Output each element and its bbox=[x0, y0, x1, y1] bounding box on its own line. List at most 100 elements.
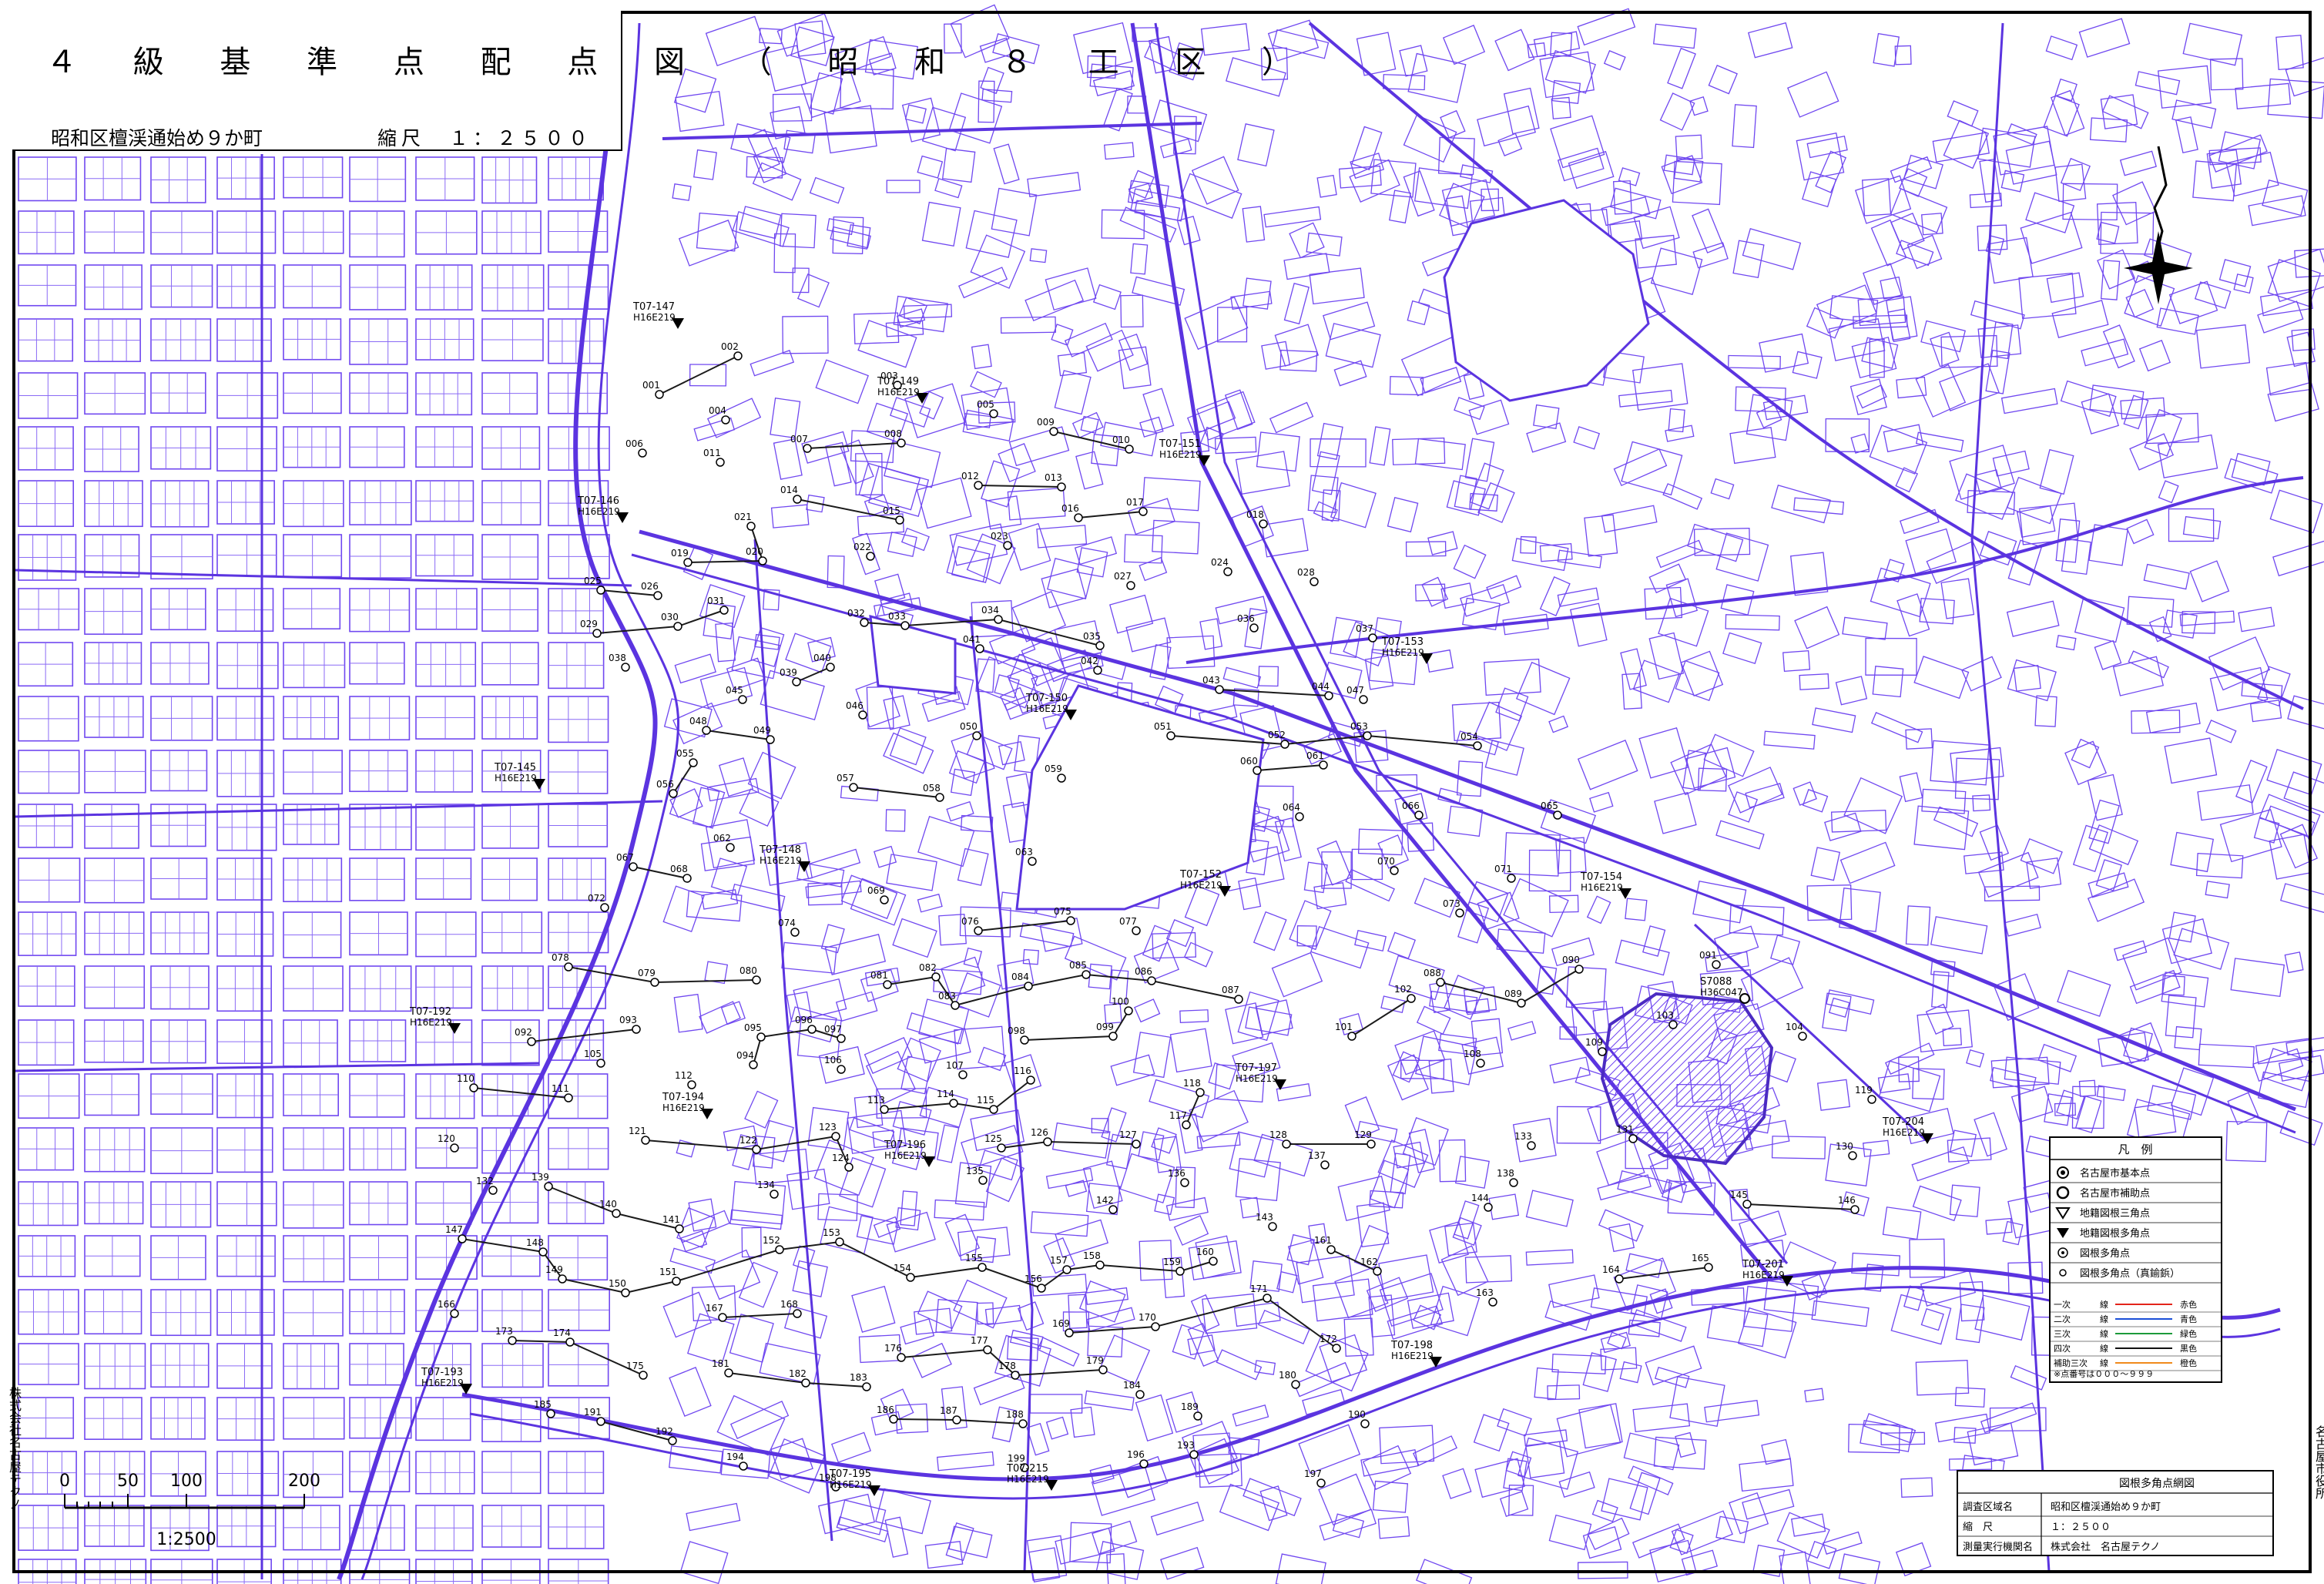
facility-grounds bbox=[869, 199, 1650, 911]
info-table-value: １：２５００ bbox=[2051, 1522, 2111, 1533]
traverse-point-label: 010 bbox=[1112, 435, 1130, 445]
control-point-id: T07-193 bbox=[421, 1367, 463, 1378]
traverse-line bbox=[811, 1029, 842, 1039]
traverse-point-icon bbox=[826, 663, 835, 672]
traverse-line bbox=[728, 1372, 807, 1384]
traverse-point-label: 058 bbox=[923, 783, 941, 794]
traverse-line bbox=[779, 1241, 840, 1250]
traverse-point-icon bbox=[1347, 1032, 1357, 1041]
traverse-point-label: 119 bbox=[1855, 1085, 1873, 1096]
control-point-id: T07-149 bbox=[877, 376, 919, 388]
control-point-icon bbox=[533, 779, 545, 790]
traverse-point-icon bbox=[508, 1336, 517, 1345]
traverse-point-icon bbox=[1359, 695, 1368, 704]
traverse-point-label: 012 bbox=[961, 471, 979, 482]
traverse-point-icon bbox=[949, 1099, 958, 1108]
traverse-point-icon bbox=[1020, 1463, 1029, 1472]
traverse-point-icon bbox=[1037, 1284, 1046, 1293]
traverse-point-icon bbox=[1517, 998, 1526, 1008]
legend-item-label: 地籍図根多角点 bbox=[2080, 1227, 2150, 1240]
traverse-point-label: 124 bbox=[832, 1153, 850, 1163]
traverse-point-label: 184 bbox=[1123, 1380, 1141, 1391]
traverse-point-label: 026 bbox=[641, 581, 659, 592]
traverse-line bbox=[1179, 1260, 1214, 1272]
traverse-point-icon bbox=[632, 1025, 641, 1034]
traverse-point-label: 182 bbox=[789, 1368, 807, 1379]
control-point-code: H16E219 bbox=[1236, 1073, 1278, 1084]
traverse-point-icon bbox=[718, 1313, 727, 1322]
traverse-line bbox=[596, 626, 679, 634]
traverse-point-icon bbox=[1310, 577, 1319, 586]
traverse-point-icon bbox=[565, 1337, 575, 1347]
traverse-point-label: 006 bbox=[625, 438, 643, 449]
traverse-point-label: 002 bbox=[721, 341, 739, 352]
info-table-value: 昭和区檀渓通始め９か町 bbox=[2051, 1501, 2161, 1513]
traverse-point-label: 132 bbox=[476, 1176, 494, 1186]
traverse-point-label: 066 bbox=[1402, 800, 1420, 811]
traverse-point-icon bbox=[895, 515, 904, 525]
traverse-point-icon bbox=[931, 972, 941, 982]
traverse-point-icon bbox=[1139, 507, 1148, 516]
traverse-point-label: 033 bbox=[888, 611, 906, 622]
traverse-point-icon bbox=[775, 1245, 784, 1254]
traverse-point-icon bbox=[1291, 1380, 1300, 1389]
traverse-point-icon bbox=[544, 1182, 553, 1191]
traverse-point-label: 082 bbox=[919, 962, 937, 973]
traverse-point-icon bbox=[1062, 1265, 1071, 1274]
traverse-point-label: 086 bbox=[1135, 966, 1152, 977]
traverse-line bbox=[706, 730, 771, 740]
traverse-point-icon bbox=[1263, 1294, 1272, 1303]
traverse-point-icon bbox=[880, 895, 889, 904]
traverse-point-icon bbox=[790, 928, 800, 937]
traverse-point-label: 157 bbox=[1050, 1255, 1068, 1266]
traverse-point-label: 146 bbox=[1838, 1195, 1856, 1206]
traverse-point-icon bbox=[1108, 1205, 1118, 1214]
traverse-point-label: 164 bbox=[1602, 1264, 1620, 1275]
traverse-line bbox=[954, 985, 1029, 1006]
traverse-point-icon bbox=[1223, 567, 1232, 576]
scale-tick-100: 100 bbox=[170, 1472, 203, 1491]
control-point-code: H16E219 bbox=[1883, 1127, 1925, 1138]
traverse-point-label: 170 bbox=[1139, 1312, 1156, 1323]
traverse-point-label: 035 bbox=[1083, 631, 1101, 642]
traverse-point-label: 191 bbox=[584, 1407, 602, 1418]
traverse-point-label: 142 bbox=[1096, 1195, 1114, 1206]
control-point-icon bbox=[1781, 1276, 1793, 1287]
traverse-point-label: 178 bbox=[998, 1361, 1016, 1371]
traverse-line bbox=[1068, 1326, 1156, 1334]
traverse-point-label: 084 bbox=[1011, 972, 1029, 982]
control-point-id: T07-198 bbox=[1390, 1340, 1433, 1351]
traverse-point-label: 020 bbox=[746, 546, 763, 557]
traverse-point-icon bbox=[1180, 1178, 1189, 1187]
traverse-point-label: 186 bbox=[877, 1404, 894, 1415]
traverse-line bbox=[600, 1421, 673, 1441]
traverse-point-label: 036 bbox=[1237, 613, 1255, 624]
traverse-point-icon bbox=[641, 1136, 650, 1145]
legend-item-label: 名古屋市基本点 bbox=[2080, 1167, 2150, 1180]
traverse-point-icon bbox=[883, 980, 892, 989]
traverse-point-icon bbox=[1125, 445, 1134, 454]
traverse-point-icon bbox=[793, 1309, 802, 1318]
traverse-point-icon bbox=[1268, 1222, 1277, 1231]
traverse-line bbox=[531, 1029, 637, 1042]
legend-line-color: 赤色 bbox=[2180, 1299, 2197, 1310]
traverse-line bbox=[625, 1280, 677, 1294]
traverse-point-icon bbox=[673, 622, 682, 631]
traverse-line bbox=[900, 1349, 988, 1358]
traverse-point-label: 031 bbox=[707, 596, 725, 606]
traverse-point-label: 041 bbox=[963, 634, 981, 645]
traverse-point-label: 090 bbox=[1562, 955, 1580, 965]
traverse-point-label: 179 bbox=[1086, 1355, 1104, 1366]
traverse-point-icon bbox=[1473, 741, 1482, 750]
traverse-point-label: 080 bbox=[739, 965, 757, 976]
legend: 凡 例名古屋市基本点名古屋市補助点地籍図根三角点地籍図根多角点図根多角点図根多角… bbox=[2049, 1136, 2222, 1383]
traverse-point-icon bbox=[1363, 731, 1372, 740]
traverse-point-label: 137 bbox=[1308, 1150, 1326, 1161]
traverse-point-icon bbox=[1798, 1032, 1807, 1041]
legend-line-label: 線 bbox=[2100, 1343, 2108, 1354]
traverse-point-label: 052 bbox=[1268, 730, 1286, 740]
traverse-point-label: 056 bbox=[656, 779, 674, 790]
traverse-point-icon bbox=[564, 962, 573, 972]
traverse-point-label: 122 bbox=[739, 1135, 757, 1146]
